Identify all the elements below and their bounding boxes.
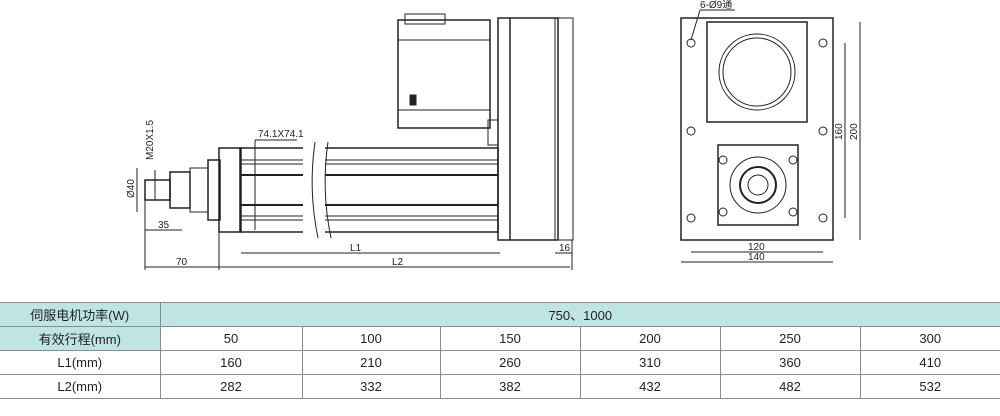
- table-row: L2(mm) 282 332 382 432 482 532: [0, 374, 1000, 399]
- stroke-cell: 200: [579, 326, 721, 351]
- table-row: 伺服电机功率(W) 750、1000: [0, 302, 1000, 327]
- table-row: 有效行程(mm) 50 100 150 200 250 300: [0, 326, 1000, 351]
- l2-cell: 532: [859, 374, 1000, 399]
- l1-cell: 160: [159, 350, 303, 375]
- h1-dim: 160: [834, 123, 845, 140]
- l1-cell: 210: [301, 350, 441, 375]
- side-view: 74.1X74.1 M20X1.5 Ø40 35 70 L1 L2 16: [126, 13, 574, 270]
- rod-len-dim: 35: [158, 220, 170, 231]
- table-row: L1(mm) 160 210 260 310 360 410: [0, 350, 1000, 375]
- l1-cell: 260: [439, 350, 581, 375]
- l1-cell: 310: [579, 350, 721, 375]
- stroke-cell: 250: [719, 326, 861, 351]
- front-len-dim: 70: [176, 257, 188, 268]
- l2-cell: 382: [439, 374, 581, 399]
- l2-label: L2(mm): [0, 374, 161, 399]
- h2-dim: 200: [849, 123, 860, 140]
- l1-dim: L1: [350, 243, 362, 254]
- l2-dim: L2: [392, 257, 404, 268]
- power-value: 750、1000: [159, 302, 1000, 327]
- l2-cell: 332: [301, 374, 441, 399]
- l1-label: L1(mm): [0, 350, 161, 375]
- stroke-cell: 300: [859, 326, 1000, 351]
- stroke-cell: 100: [301, 326, 441, 351]
- holes-dim: 6-Ø9通: [700, 0, 732, 11]
- l2-cell: 282: [159, 374, 303, 399]
- technical-drawing: 74.1X74.1 M20X1.5 Ø40 35 70 L1 L2 16 6-Ø…: [126, 0, 861, 270]
- spec-table: 伺服电机功率(W) 750、1000 有效行程(mm) 50 100 150 2…: [0, 302, 1000, 399]
- thread-dim: M20X1.5: [145, 120, 156, 160]
- profile-dim: 74.1X74.1: [258, 129, 304, 140]
- w1-dim: 120: [748, 242, 765, 253]
- l1-cell: 360: [719, 350, 861, 375]
- end-view: 6-Ø9通 160 200 120 140: [680, 0, 861, 263]
- stroke-cell: 50: [159, 326, 303, 351]
- stroke-label: 有效行程(mm): [0, 326, 161, 351]
- w2-dim: 140: [748, 252, 765, 263]
- l1-cell: 410: [859, 350, 1000, 375]
- plate-dim: 16: [559, 243, 571, 254]
- l2-cell: 482: [719, 374, 861, 399]
- power-label: 伺服电机功率(W): [0, 302, 161, 327]
- rod-dia-dim: Ø40: [126, 179, 137, 198]
- stroke-cell: 150: [439, 326, 581, 351]
- l2-cell: 432: [579, 374, 721, 399]
